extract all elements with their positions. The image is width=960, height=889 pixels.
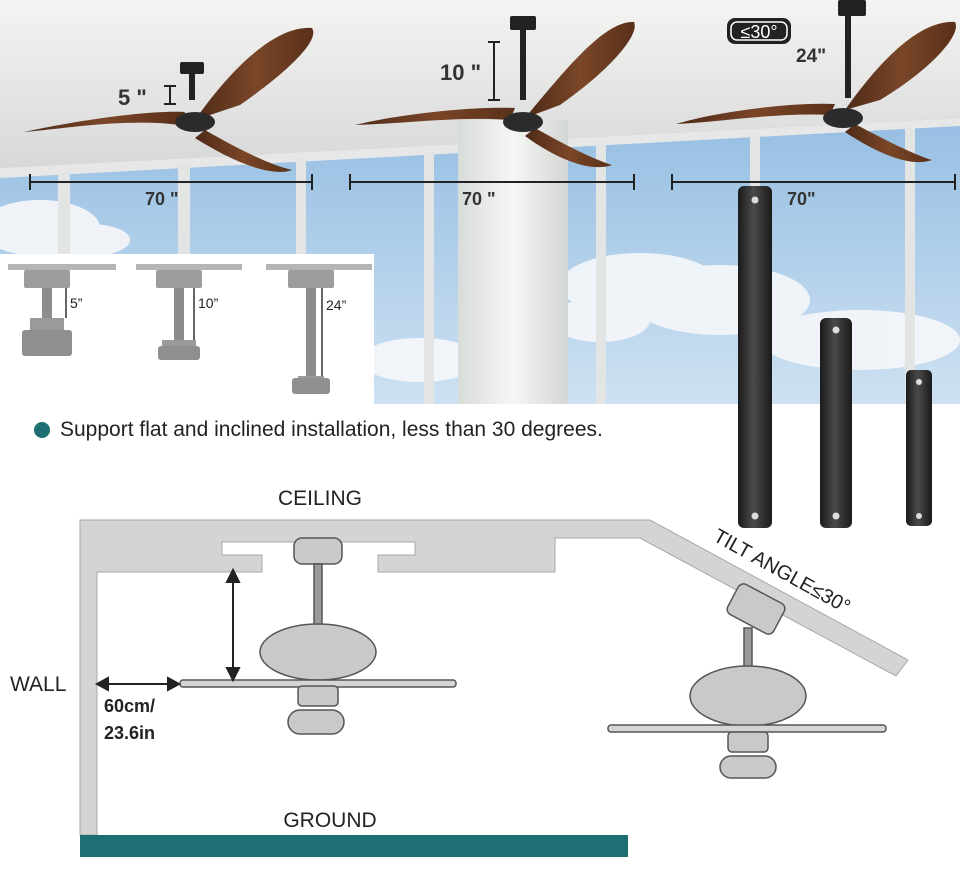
wall-label: WALL [10,673,66,696]
ground-bar [80,835,628,857]
downrod-inset-panel: 5” 10” 24” [0,254,374,404]
ceiling-fan-3 [676,0,956,163]
fan-3-rod-label: 24" [796,46,826,67]
bullet-note: Support flat and inclined installation, … [34,418,603,442]
tilt-badge: ≤30° [727,18,791,44]
inset-downrod-5 [8,264,116,356]
wall-clearance-arrow [94,676,182,692]
lower-background [0,404,960,889]
tilt-badge-text: ≤30° [740,22,777,42]
ceiling-label: CEILING [278,487,362,510]
fan-1-span-label: 70 " [145,189,179,209]
ceiling-fan-2 [355,16,635,168]
downrod-long [738,186,772,528]
clearance-label-cm: 60cm/ [104,696,155,716]
downrod-medium [820,318,852,528]
inset-label-24: 24” [326,297,347,313]
ground-label: GROUND [283,809,376,832]
diagram-fan-flat [179,537,457,735]
inset-downrod-24 [266,264,372,394]
fan-1-rod-label: 5 " [118,85,147,110]
room-ceiling [0,0,960,168]
ceiling-fan-1 [24,27,314,172]
room-column [458,120,568,410]
bullet-text: Support flat and inclined installation, … [60,418,603,441]
fan-2-rod-label: 10 " [440,60,481,85]
rod-dimension-marks [164,41,500,105]
fan-3-span-label: 70" [787,189,816,209]
fan-2-span-label: 70 " [462,189,496,209]
bullet-dot-icon [34,422,50,438]
inset-label-10: 10” [198,295,219,311]
downrod-short [906,370,932,526]
clearance-label-in: 23.6in [104,723,155,743]
inset-downrod-10 [136,264,242,360]
downrod-products [738,186,932,528]
height-arrow [225,567,241,683]
ceiling-wall-structure [79,519,909,836]
inset-label-5: 5” [70,295,83,311]
span-dimension-lines [29,174,956,190]
diagram-fan-tilted [607,583,887,779]
